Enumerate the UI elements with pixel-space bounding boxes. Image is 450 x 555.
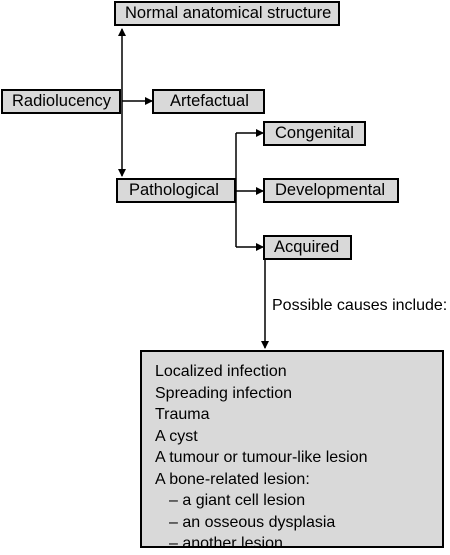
cause-item: Spreading infection (155, 384, 292, 402)
node-acquired: Acquired (263, 235, 352, 260)
node-developmental-label: Developmental (275, 181, 386, 200)
cause-item: Localized infection (155, 363, 287, 380)
cause-subitem: – another lesion (169, 535, 283, 552)
cause-subitem: – a giant cell lesion (169, 492, 306, 509)
node-artefactual-label: Artefactual (170, 92, 249, 111)
node-congenital: Congenital (263, 121, 366, 146)
causes-box: Localized infection Spreading infection … (140, 350, 444, 552)
cause-item: A bone-related lesion: (155, 470, 310, 488)
node-pathological: Pathological (116, 178, 236, 203)
node-normal-label: Normal anatomical structure (125, 4, 332, 23)
node-artefactual: Artefactual (152, 89, 265, 114)
node-acquired-label: Acquired (274, 238, 340, 257)
node-normal-anatomical-structure: Normal anatomical structure (114, 1, 340, 26)
node-pathological-label: Pathological (129, 181, 219, 200)
node-developmental: Developmental (263, 178, 399, 203)
cause-item: A tumour or tumour-like lesion (155, 449, 368, 466)
possible-causes-note: Possible causes include: (272, 297, 448, 314)
node-radiolucency: Radiolucency (1, 89, 121, 114)
cause-subitem: – an osseous dysplasia (169, 513, 336, 531)
node-congenital-label: Congenital (275, 124, 354, 143)
cause-item: A cyst (155, 427, 198, 445)
cause-item: Trauma (155, 406, 210, 423)
node-radiolucency-label: Radiolucency (12, 92, 112, 111)
